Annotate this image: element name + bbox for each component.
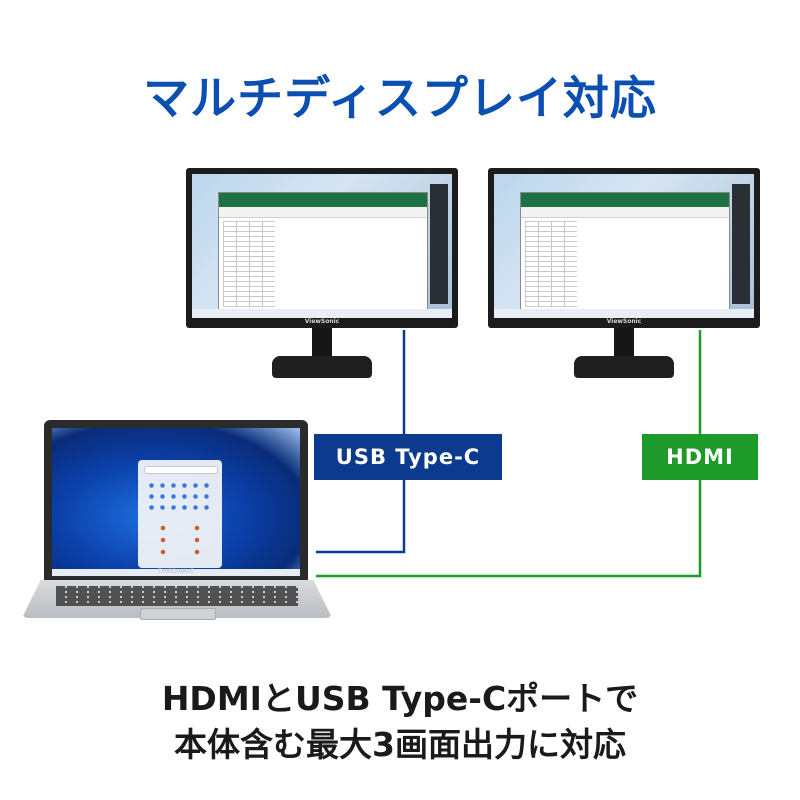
monitor-screen bbox=[192, 174, 452, 318]
start-menu bbox=[138, 460, 222, 568]
hdmi-cable-line bbox=[316, 330, 702, 578]
laptop-display bbox=[52, 428, 300, 576]
taskbar bbox=[192, 309, 452, 318]
monitor-right: ViewSonic bbox=[488, 168, 760, 378]
monitor-left: ViewSonic bbox=[186, 168, 458, 378]
spreadsheet-window bbox=[520, 192, 730, 314]
monitor-brand-logo: ViewSonic bbox=[304, 318, 340, 325]
spreadsheet-grid bbox=[525, 221, 577, 307]
monitor-stand bbox=[272, 356, 372, 378]
caption-line-2: 本体含む最大3画面出力に対応 bbox=[174, 725, 626, 764]
side-panel bbox=[430, 184, 448, 304]
caption-line-1: HDMIとUSB Type-Cポートで bbox=[161, 679, 639, 718]
page-title: マルチディスプレイ対応 bbox=[143, 71, 657, 125]
usb-cable-line bbox=[316, 330, 406, 554]
monitor-screen bbox=[494, 174, 754, 318]
usb-type-c-label: USB Type-C bbox=[314, 434, 502, 480]
spreadsheet-toolbar bbox=[521, 207, 729, 218]
monitor-neck bbox=[312, 328, 332, 358]
taskbar bbox=[494, 309, 754, 318]
laptop-brand-logo: THIRDWAVE bbox=[158, 568, 194, 575]
laptop: THIRDWAVE bbox=[22, 420, 332, 620]
taskbar bbox=[52, 569, 300, 576]
monitor-neck bbox=[614, 328, 634, 358]
spreadsheet-window bbox=[218, 192, 428, 314]
recommended-items bbox=[146, 522, 214, 558]
spreadsheet-grid bbox=[223, 221, 275, 307]
hdmi-label: HDMI bbox=[642, 434, 758, 480]
touchpad bbox=[140, 608, 216, 620]
pinned-apps bbox=[146, 480, 214, 514]
monitor-brand-logo: ViewSonic bbox=[606, 318, 642, 325]
monitor-stand bbox=[574, 356, 674, 378]
spreadsheet-toolbar bbox=[219, 207, 427, 218]
search-box bbox=[144, 466, 218, 474]
spreadsheet-ribbon bbox=[521, 193, 729, 207]
side-panel bbox=[732, 184, 750, 304]
spreadsheet-ribbon bbox=[219, 193, 427, 207]
keyboard bbox=[56, 586, 298, 606]
